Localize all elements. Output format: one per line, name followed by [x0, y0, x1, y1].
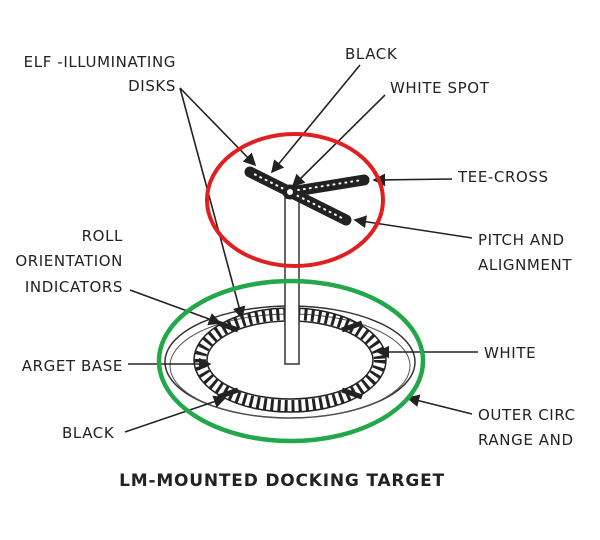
roll-indicator [341, 387, 363, 400]
roll-indicator [341, 320, 363, 333]
diagram-title: LM-MOUNTED DOCKING TARGET [119, 471, 445, 491]
label-black-top: BLACK [345, 45, 398, 63]
label-pitch: PITCH AND [478, 231, 565, 249]
leader-lines [124, 64, 478, 433]
label-tee-cross: TEE-CROSS [457, 168, 549, 186]
base-highlight [156, 278, 426, 444]
label-orientation: ORIENTATION [15, 252, 123, 270]
label-disks: DISKS [128, 77, 176, 95]
label-roll: ROLL [82, 227, 123, 245]
label-white: WHITE [484, 344, 536, 362]
label-indicators: INDICATORS [25, 278, 123, 296]
label-black-bottom: BLACK [62, 424, 115, 442]
tee-cross-highlight [205, 132, 385, 268]
white-spot [287, 189, 293, 195]
label-alignment: ALIGNMENT [478, 256, 572, 274]
label-range-and: RANGE AND [478, 431, 574, 449]
label-self-illuminating: ELF -ILLUMINATING [24, 53, 176, 71]
label-white-spot: WHITE SPOT [390, 79, 490, 97]
tee-cross [244, 166, 370, 226]
label-outer-circle: OUTER CIRC [478, 406, 576, 424]
label-target-base: ARGET BASE [22, 357, 123, 375]
